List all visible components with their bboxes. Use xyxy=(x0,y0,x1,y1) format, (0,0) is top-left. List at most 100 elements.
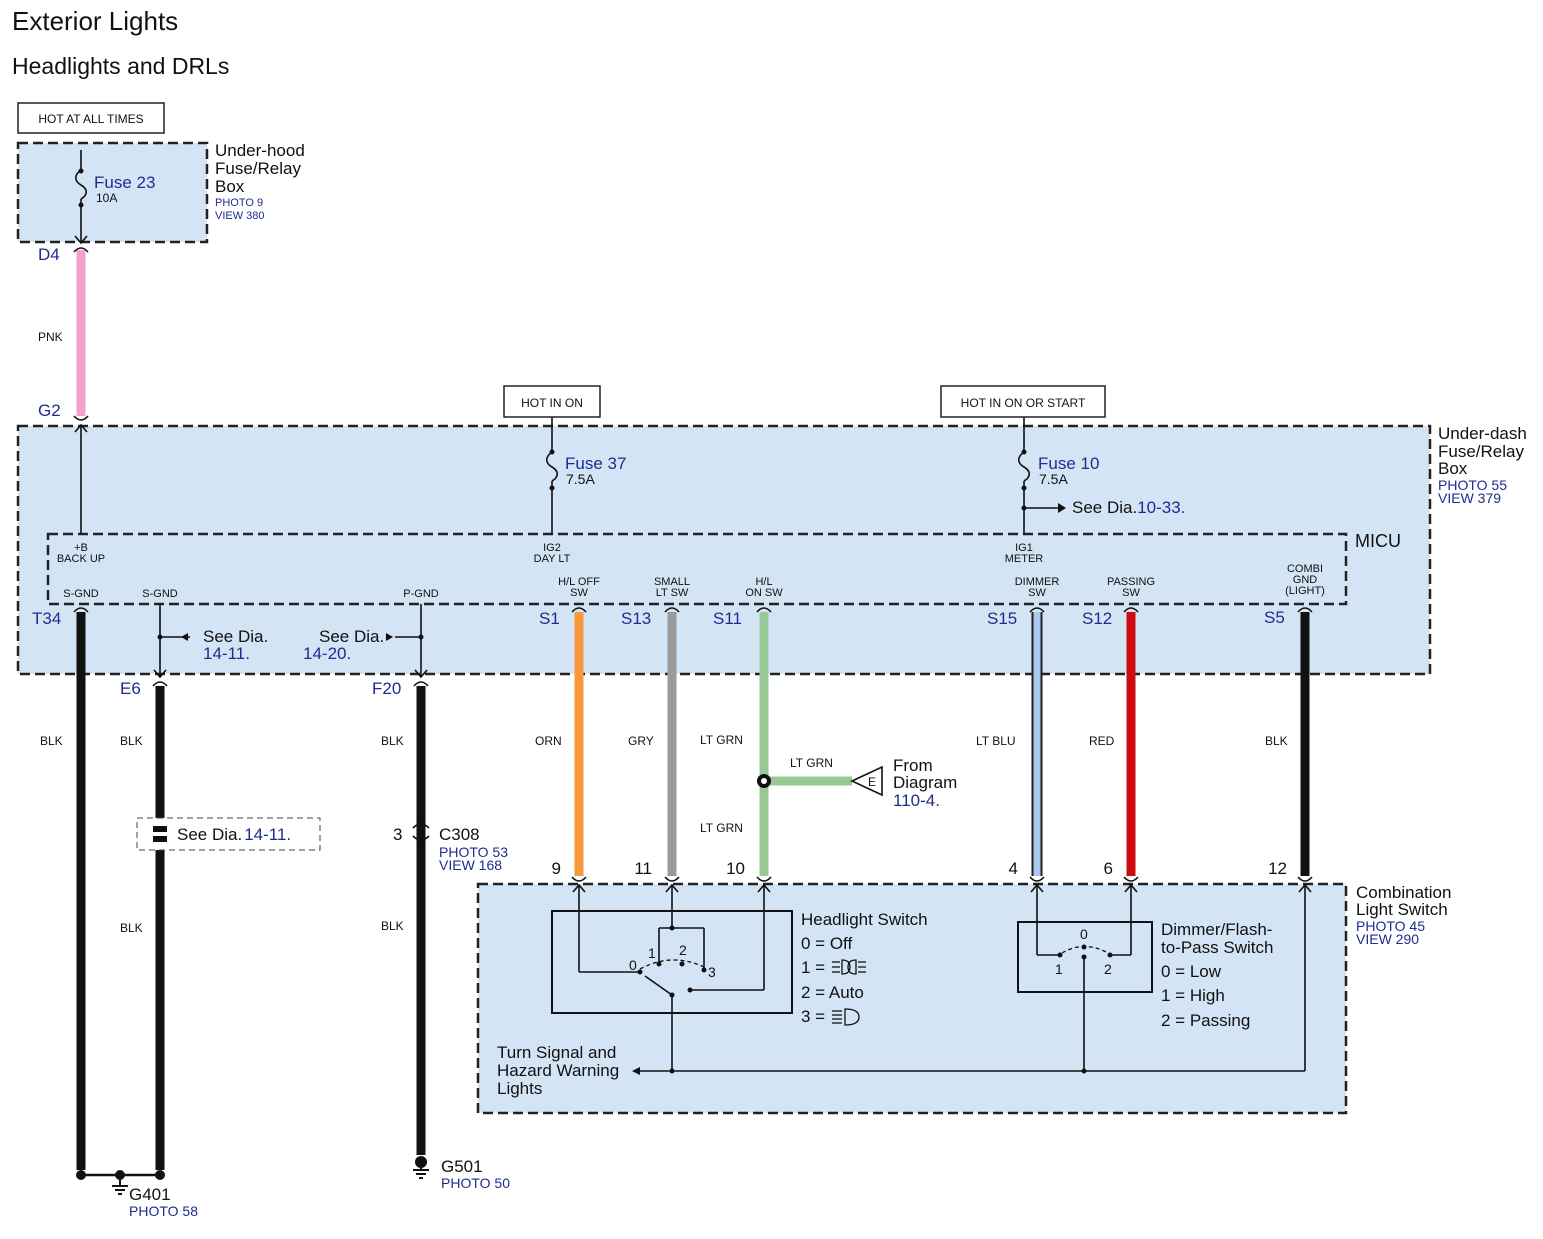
hl-pos-0: 0 = Off xyxy=(801,934,852,953)
combination-switch-labels: Combination Light Switch PHOTO 45 VIEW 2… xyxy=(1356,883,1451,947)
label-lt-blu: LT BLU xyxy=(976,734,1016,748)
see-dia-splice-ref: 14-11. xyxy=(244,825,291,844)
see-dia-splice-text: See Dia. xyxy=(177,825,242,844)
micu-label: MICU xyxy=(1355,531,1401,551)
g501-name: G501 xyxy=(441,1157,483,1176)
underdash-name-1: Under-dash xyxy=(1438,424,1527,443)
dim-contact-1: 1 xyxy=(1055,961,1063,977)
underdash-view: VIEW 379 xyxy=(1438,490,1501,506)
wire-color-labels: PNK BLK BLK BLK BLK BLK ORN GRY LT GRN L… xyxy=(38,330,1288,935)
see-dia-ref: 10-33. xyxy=(1137,498,1185,517)
pin-g2: G2 xyxy=(38,401,61,420)
c308-photo: PHOTO 53 xyxy=(439,844,508,860)
see-dia-e6-ref: 14-11. xyxy=(203,644,250,663)
g501-ground: G501 PHOTO 50 xyxy=(413,1156,510,1191)
page-subtitle: Headlights and DRLs xyxy=(12,53,229,79)
hot-at-all-times-box xyxy=(17,102,165,134)
combo-name-2: Light Switch xyxy=(1356,900,1448,919)
dim-contact-2: 2 xyxy=(1104,961,1112,977)
label-blk-f20: BLK xyxy=(381,734,404,748)
combo-name-1: Combination xyxy=(1356,883,1451,902)
parking-light-icon xyxy=(832,959,866,975)
fuse-37-symbol: Fuse 37 7.5A xyxy=(545,417,626,534)
from-diagram-connector: LT GRN E From Diagram 110-4. xyxy=(790,756,957,810)
micu-top-terminals: +B BACK UP IG2 DAY LT IG1 METER xyxy=(57,542,1043,565)
internal-ground-links xyxy=(153,604,428,679)
pin-4: 4 xyxy=(1009,859,1018,878)
headlight-switch: 0 1 2 3 Headlight Switch 0 = Off 1 = 2 =… xyxy=(551,883,928,1026)
hot-at-all-times-label: HOT AT ALL TIMES xyxy=(38,112,143,126)
terminal-small-lt-2: LT SW xyxy=(656,587,689,599)
see-dia-refs: See Dia. 14-11. See Dia. 14-20. xyxy=(203,627,384,663)
pin-t34: T34 xyxy=(32,609,61,628)
g401-photo: PHOTO 58 xyxy=(129,1203,198,1219)
c308-pin: 3 xyxy=(393,825,402,844)
underdash-name-3: Box xyxy=(1438,459,1468,478)
from-diagram-letter: E xyxy=(868,775,876,789)
dim-pos-1: 1 = High xyxy=(1161,986,1225,1005)
hl-pos-3: 3 = xyxy=(801,1007,825,1026)
dim-contact-0: 0 xyxy=(1080,926,1088,942)
hl-contact-3: 3 xyxy=(708,964,716,980)
turn-signal-1: Turn Signal and xyxy=(497,1043,616,1062)
micu-bottom-terminals: S-GND S-GND P-GND H/L OFF SW SMALL LT SW… xyxy=(63,563,1325,600)
underhood-view: VIEW 380 xyxy=(215,210,265,222)
combo-view: VIEW 290 xyxy=(1356,931,1419,947)
terminal-ig2-1: IG2 xyxy=(543,542,561,554)
underhood-fuse-box xyxy=(16,141,209,244)
underdash-photo: PHOTO 55 xyxy=(1438,477,1507,493)
pin-f20: F20 xyxy=(372,679,401,698)
dimmer-title-1: Dimmer/Flash- xyxy=(1161,920,1272,939)
terminal-dimmer-1: DIMMER xyxy=(1015,576,1060,588)
hl-contact-2: 2 xyxy=(679,942,687,958)
pin-s5: S5 xyxy=(1264,608,1285,627)
terminal-dimmer-2: SW xyxy=(1028,587,1046,599)
underhood-labels: Under-hood Fuse/Relay Box PHOTO 9 VIEW 3… xyxy=(38,141,305,264)
dim-pos-0: 0 = Low xyxy=(1161,962,1222,981)
see-dia-prefix: See Dia. xyxy=(1072,498,1137,517)
combo-ground-bus: Turn Signal and Hazard Warning Lights xyxy=(497,883,1312,1098)
hl-contact-0: 0 xyxy=(629,957,637,973)
pin-10: 10 xyxy=(726,859,745,878)
pin-labels: G2 T34 E6 F20 S1 S13 S11 S15 S12 S5 9 11… xyxy=(32,401,1287,878)
turn-signal-2: Hazard Warning xyxy=(497,1061,619,1080)
c308-connector: 3 C308 PHOTO 53 VIEW 168 xyxy=(393,823,508,873)
hot-in-on-label: HOT IN ON xyxy=(521,396,583,410)
from-diagram-wire-label: LT GRN xyxy=(790,756,833,770)
fuse-23-amp: 10A xyxy=(96,191,117,205)
underhood-name-3: Box xyxy=(215,177,245,196)
pin-s11: S11 xyxy=(713,609,742,628)
hot-in-on-or-start-box xyxy=(940,385,1106,418)
label-orn: ORN xyxy=(535,734,562,748)
label-red: RED xyxy=(1089,734,1115,748)
terminal-ig1-2: METER xyxy=(1005,553,1044,565)
headlight-icon xyxy=(832,1008,860,1026)
pin-s12: S12 xyxy=(1082,609,1112,628)
terminal-p-gnd: P-GND xyxy=(403,588,439,600)
combo-photo: PHOTO 45 xyxy=(1356,918,1425,934)
splice-reference: See Dia.14-11. xyxy=(136,817,321,851)
g401-ground: G401 PHOTO 58 xyxy=(76,1170,198,1219)
pin-s13: S13 xyxy=(621,609,651,628)
underdash-name-2: Fuse/Relay xyxy=(1438,442,1524,461)
dim-pos-2: 2 = Passing xyxy=(1161,1011,1250,1030)
pin-s15: S15 xyxy=(987,609,1017,628)
terminal-hl-on-2: ON SW xyxy=(745,587,783,599)
fuse-37-amp: 7.5A xyxy=(566,471,595,487)
terminal-ig1-1: IG1 xyxy=(1015,542,1033,554)
underdash-fuse-box xyxy=(16,424,1432,676)
hot-in-on-box xyxy=(503,385,601,418)
combination-switch-box xyxy=(476,882,1348,1115)
pin-s1: S1 xyxy=(539,609,560,628)
g401-name: G401 xyxy=(129,1185,171,1204)
terminal-small-lt-1: SMALL xyxy=(654,576,690,588)
underdash-labels: Under-dash Fuse/Relay Box PHOTO 55 VIEW … xyxy=(1355,424,1527,551)
see-dia-10-33: See Dia.10-33. xyxy=(1072,498,1185,517)
label-blk-e6: BLK xyxy=(120,734,143,748)
backup-feed xyxy=(74,423,88,534)
fuse-10-symbol: Fuse 10 7.5A See Dia.10-33. xyxy=(1017,417,1185,534)
underhood-name-2: Fuse/Relay xyxy=(215,159,301,178)
terminal-combi-3: (LIGHT) xyxy=(1285,585,1325,597)
pin-e6: E6 xyxy=(120,679,141,698)
